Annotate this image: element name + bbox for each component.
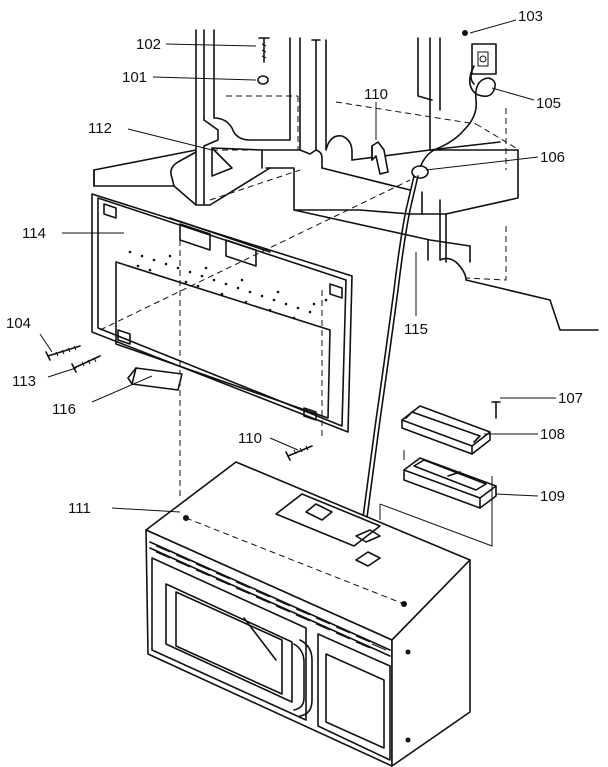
power-outlet: [419, 30, 497, 169]
callout-110-top: 110: [364, 86, 388, 103]
wall-mounting-plate: [91, 193, 353, 433]
callout-109: 109: [540, 488, 565, 505]
callout-107: 107: [558, 390, 583, 407]
spacer-pad: [127, 367, 183, 391]
side-screws: [45, 345, 101, 373]
callout-115: 115: [404, 321, 428, 338]
callout-104: 104: [6, 315, 31, 332]
duct-parts: [379, 401, 501, 547]
callout-102: 102: [136, 36, 161, 53]
callout-116: 116: [52, 401, 76, 418]
mounting-holes: [128, 250, 328, 320]
alignment-lines: [99, 169, 411, 500]
callout-110-bottom: 110: [238, 430, 262, 447]
plate-screw: [285, 445, 313, 461]
callout-113: 114: [22, 225, 46, 242]
callout-labels: 102 101 103 105 110 112 106 114 115 104 …: [6, 8, 583, 517]
vent-slots: [155, 545, 387, 651]
callout-101: 101: [122, 69, 147, 86]
callout-106: 106: [540, 149, 565, 166]
cabinet-bottom-plate: [211, 147, 263, 177]
callout-103: 103: [518, 8, 543, 25]
callout-108: 108: [540, 426, 565, 443]
callout-112: 113: [12, 373, 36, 390]
callout-111: 111: [68, 500, 91, 517]
screws-top: [257, 37, 270, 85]
microwave-oven: [145, 461, 471, 767]
mounting-clip-top: [371, 141, 389, 175]
callout-114: 112: [88, 120, 112, 137]
leader-lines: [39, 19, 556, 513]
callout-105: 105: [536, 95, 561, 112]
